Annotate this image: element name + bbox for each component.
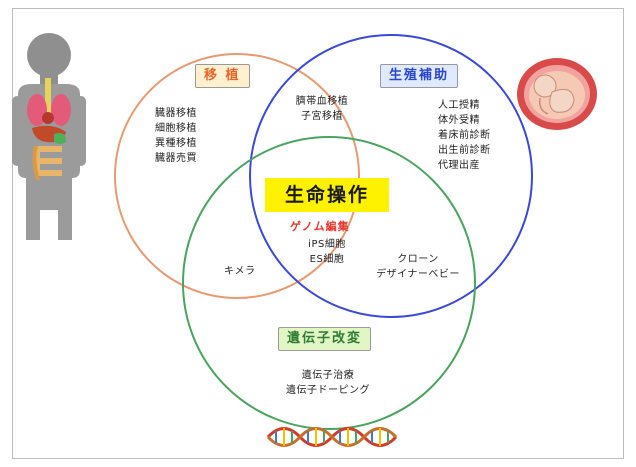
list-item: 臓器売買	[155, 153, 197, 164]
list-item: クローン	[397, 254, 439, 265]
transplant-circle	[114, 53, 360, 299]
genetic-items: 遺伝子治療 遺伝子ドーピング	[268, 368, 388, 398]
reproduction-label: 生殖補助	[380, 64, 459, 88]
genetic-circle	[182, 136, 476, 430]
list-item: 遺伝子ドーピング	[286, 385, 370, 396]
transplant-items: 臓器移植 細胞移植 異種移植 臓器売買	[155, 106, 197, 166]
list-item: 出生前診断	[438, 145, 491, 156]
core-label: 生命操作	[265, 178, 389, 212]
reproduction-items: 人工授精 体外受精 着床前診断 出生前診断 代理出産	[438, 98, 491, 173]
dna-helix-icon	[266, 427, 398, 447]
list-item: 着床前診断	[438, 130, 491, 141]
reproduction-genetic-items: クローン デザイナーベビー	[360, 252, 476, 282]
list-item: デザイナーベビー	[376, 269, 460, 280]
all-three-items: iPS細胞 ES細胞	[290, 237, 364, 267]
fetus-in-womb-icon	[517, 58, 597, 130]
list-item: ES細胞	[309, 254, 345, 265]
reproduction-circle	[249, 34, 533, 318]
list-item: iPS細胞	[308, 239, 346, 250]
list-item: 細胞移植	[155, 123, 197, 134]
list-item: 子宮移植	[301, 111, 343, 122]
list-item: 代理出産	[438, 160, 480, 171]
transplant-genetic-items: キメラ	[224, 264, 256, 279]
genome-editing-label: ゲノム編集	[290, 220, 350, 233]
list-item: キメラ	[224, 266, 256, 277]
list-item: 異種移植	[155, 138, 197, 149]
list-item: 臍帯血移植	[295, 96, 349, 107]
transplant-label: 移 植	[195, 64, 250, 88]
list-item: 人工授精	[438, 100, 480, 111]
transplant-reproduction-items: 臍帯血移植 子宮移植	[280, 94, 364, 124]
list-item: 臓器移植	[155, 108, 197, 119]
list-item: 体外受精	[438, 115, 480, 126]
list-item: 遺伝子治療	[301, 370, 355, 381]
human-body-organs-icon	[12, 33, 86, 240]
genetic-label: 遺伝子改変	[278, 327, 372, 351]
